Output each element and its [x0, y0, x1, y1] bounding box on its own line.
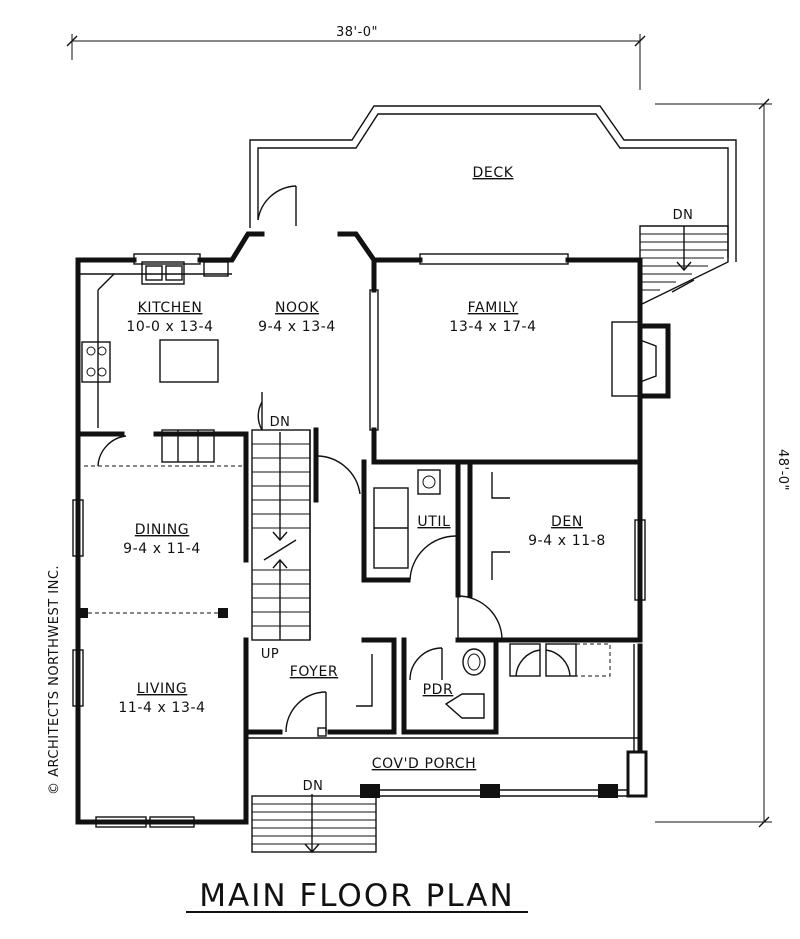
foyer-room — [243, 637, 397, 737]
porch-label: COV'D PORCH — [372, 756, 477, 772]
width-dimension-label: 38'-0" — [336, 25, 378, 40]
kitchen-label: KITCHEN — [138, 300, 203, 316]
main-stair — [243, 392, 361, 641]
deck-stair-down-label: DN — [673, 208, 694, 223]
deck-stair — [639, 225, 729, 307]
depth-dimension-label: 48'-0" — [775, 449, 790, 491]
main-stair-down-label: DN — [270, 415, 291, 430]
family-size: 13-4 x 17-4 — [449, 319, 536, 335]
den-size: 9-4 x 11-8 — [528, 533, 606, 549]
main-stair-up-label: UP — [261, 647, 279, 662]
windows — [72, 253, 646, 828]
fireplace — [611, 321, 671, 399]
den-label: DEN — [551, 514, 583, 530]
depth-dimension-line — [655, 98, 772, 828]
nook-label: NOOK — [275, 300, 319, 316]
deck-label: DECK — [473, 165, 514, 181]
dining-living-divider — [78, 608, 249, 735]
porch-stair-down-label: DN — [303, 779, 324, 794]
den-room — [455, 459, 643, 643]
family-label: FAMILY — [468, 300, 519, 316]
covered-porch — [246, 644, 648, 798]
util-label: UTIL — [417, 514, 450, 530]
pdr-label: PDR — [423, 682, 454, 698]
dining-size: 9-4 x 11-4 — [123, 541, 201, 557]
nook-family-partition — [369, 257, 643, 465]
foyer-label: FOYER — [290, 664, 338, 680]
plan-title: MAIN FLOOR PLAN — [199, 878, 514, 914]
exterior-walls — [75, 231, 643, 825]
living-label: LIVING — [137, 681, 188, 697]
living-size: 11-4 x 13-4 — [118, 700, 205, 716]
porch-stair — [251, 794, 377, 854]
powder-room — [401, 637, 499, 735]
utility-room — [361, 459, 461, 598]
kitchen-fixtures — [75, 261, 249, 475]
dining-label: DINING — [135, 522, 189, 538]
nook-size: 9-4 x 13-4 — [258, 319, 336, 335]
porch-french-doors — [509, 643, 611, 677]
kitchen-size: 10-0 x 13-4 — [126, 319, 213, 335]
deck-outline — [249, 105, 737, 262]
width-dimension-line — [66, 34, 646, 90]
copyright-label: © ARCHITECTS NORTHWEST INC. — [47, 565, 62, 795]
